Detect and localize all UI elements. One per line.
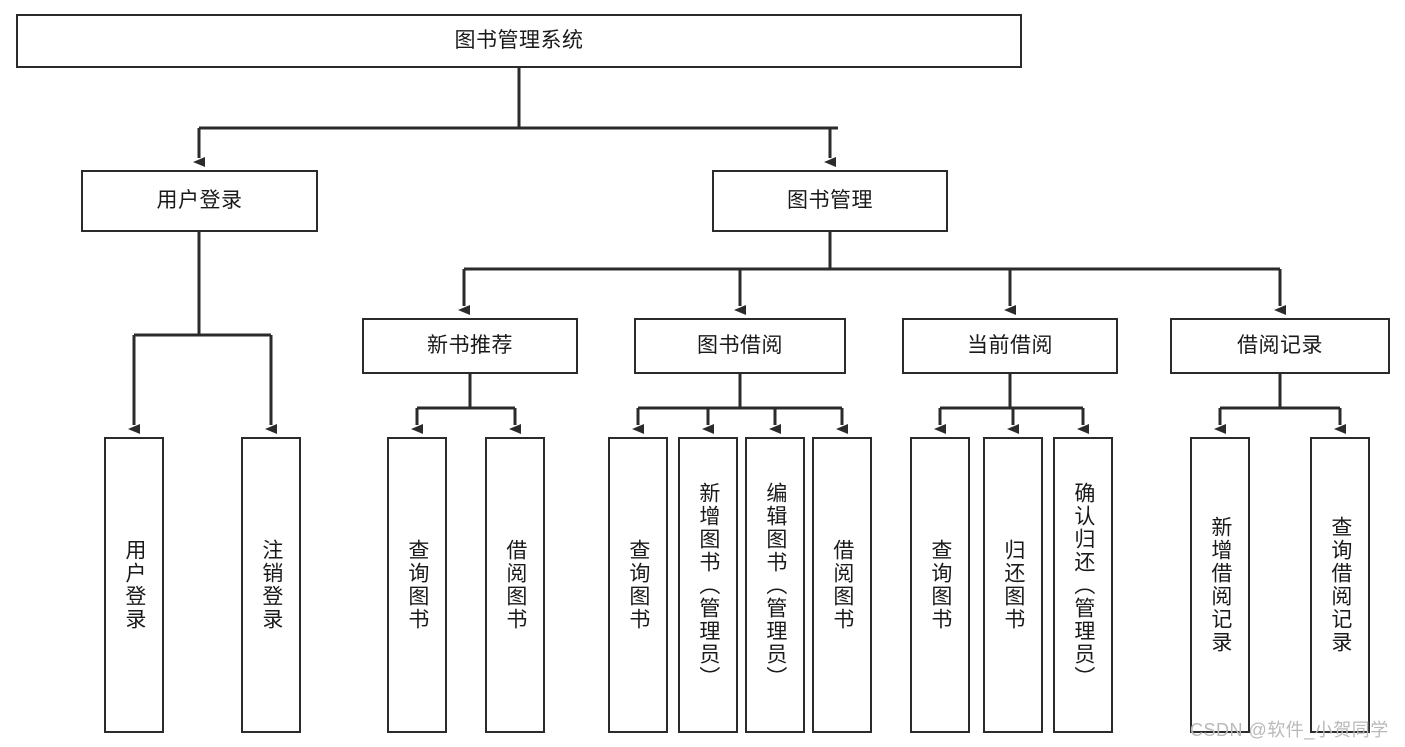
node-label: 查询图书 — [626, 539, 650, 631]
leaf-borrow-book[interactable]: 借阅图书 — [812, 437, 872, 733]
node-new-book-recommend[interactable]: 新书推荐 — [362, 318, 578, 374]
node-root-system[interactable]: 图书管理系统 — [16, 14, 1022, 68]
node-label: 借阅图书 — [503, 539, 527, 631]
leaf-query-book-current[interactable]: 查询图书 — [910, 437, 970, 733]
leaf-return-book[interactable]: 归还图书 — [983, 437, 1043, 733]
leaf-add-borrow-record[interactable]: 新增借阅记录 — [1190, 437, 1250, 733]
node-label: 借阅记录 — [1237, 334, 1323, 358]
leaf-confirm-return-admin[interactable]: 确认归还（管理员） — [1053, 437, 1113, 733]
node-label: 查询借阅记录 — [1328, 516, 1352, 654]
leaf-query-book-newbook[interactable]: 查询图书 — [387, 437, 447, 733]
node-current-borrow[interactable]: 当前借阅 — [902, 318, 1118, 374]
node-label: 图书管理 — [787, 189, 873, 213]
node-label: 用户登录 — [122, 539, 146, 631]
watermark: CSDN @软件_小贺同学 — [1190, 720, 1389, 740]
node-borrow-record[interactable]: 借阅记录 — [1170, 318, 1390, 374]
node-label: 用户登录 — [156, 189, 243, 213]
node-label: 新增借阅记录 — [1208, 516, 1232, 654]
node-label: 查询图书 — [928, 539, 952, 631]
node-user-login[interactable]: 用户登录 — [81, 170, 318, 232]
node-label: 当前借阅 — [967, 334, 1053, 358]
leaf-logout[interactable]: 注销登录 — [241, 437, 301, 733]
leaf-query-borrow-record[interactable]: 查询借阅记录 — [1310, 437, 1370, 733]
node-label: 新书推荐 — [427, 334, 513, 358]
node-label: 借阅图书 — [830, 539, 854, 631]
node-label: 注销登录 — [259, 539, 283, 631]
node-label: 查询图书 — [405, 539, 429, 631]
leaf-add-book-admin[interactable]: 新增图书（管理员） — [678, 437, 738, 733]
leaf-borrow-book-newbook[interactable]: 借阅图书 — [485, 437, 545, 733]
node-label: 图书管理系统 — [454, 29, 584, 53]
node-label: 新增图书（管理员） — [696, 481, 720, 689]
leaf-edit-book-admin[interactable]: 编辑图书（管理员） — [745, 437, 805, 733]
node-label: 确认归还（管理员） — [1071, 481, 1095, 689]
leaf-query-book-borrow[interactable]: 查询图书 — [608, 437, 668, 733]
node-book-management[interactable]: 图书管理 — [712, 170, 948, 232]
node-label: 归还图书 — [1001, 539, 1025, 631]
node-label: 编辑图书（管理员） — [763, 481, 787, 689]
leaf-user-login[interactable]: 用户登录 — [104, 437, 164, 733]
node-label: 图书借阅 — [697, 334, 783, 358]
node-book-borrow[interactable]: 图书借阅 — [634, 318, 846, 374]
